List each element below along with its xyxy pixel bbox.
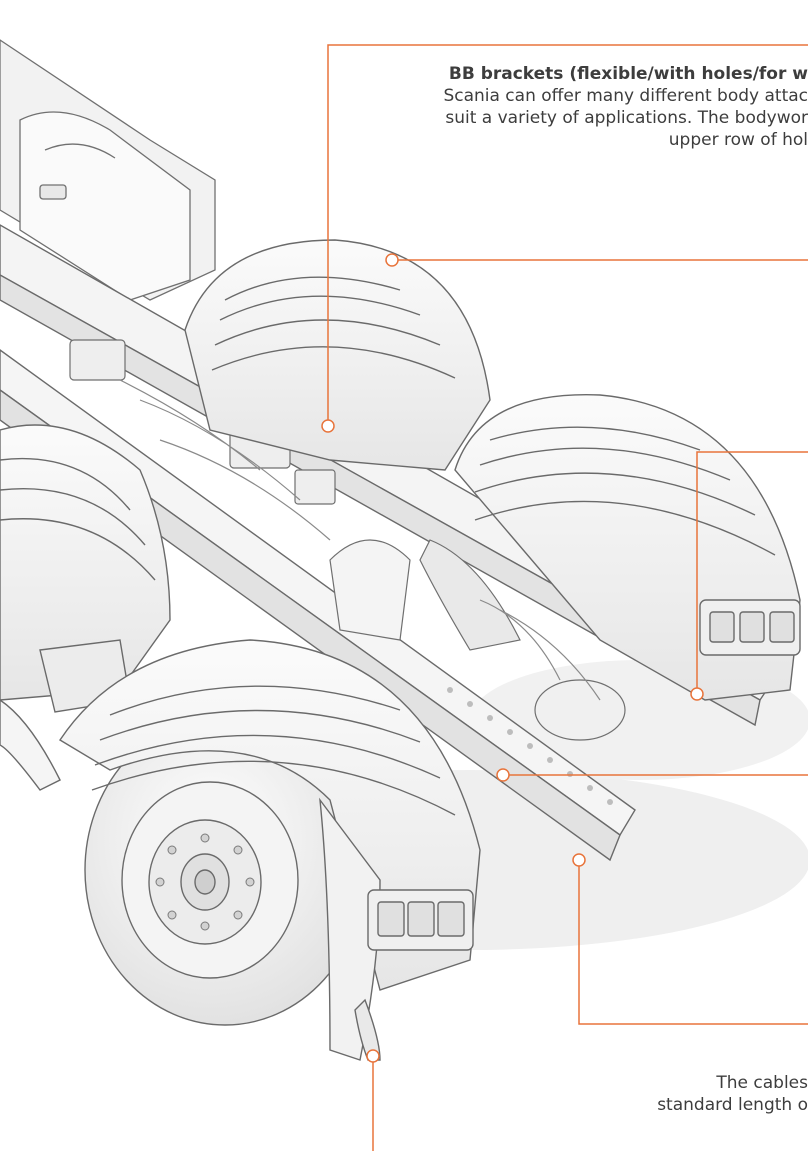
bracket-callout-line-1: Scania can offer many different body att… [443, 86, 808, 106]
leader-points [321, 253, 704, 1063]
bracket-callout-heading: BB brackets (flexible/with holes/for w [448, 64, 808, 84]
cables-leader-line [578, 860, 808, 1025]
cables-callout: The cables standard length o [657, 1072, 808, 1116]
rear-wheel [84, 714, 366, 1026]
rail-holes-leader-line [696, 451, 808, 694]
bracket-leader-line [327, 44, 808, 420]
right-frame-rail [0, 349, 636, 862]
bracket-callout: BB brackets (flexible/with holes/for w S… [443, 63, 808, 151]
bracket-callout-line-3: upper row of hol [668, 130, 808, 150]
cables-callout-line-1: The cables [716, 1073, 808, 1093]
bracket-point [321, 419, 335, 433]
bracket-callout-line-2: suit a variety of applications. The body… [445, 108, 808, 128]
lamp-point [366, 1049, 380, 1063]
cables-point [572, 853, 586, 867]
center-components [69, 339, 626, 741]
frame-point [496, 768, 510, 782]
leader-lines [327, 44, 808, 1151]
rear-upper-fender [184, 239, 491, 471]
rear-right-fender [454, 394, 801, 701]
rail-holes-point [690, 687, 704, 701]
fuel-tank [0, 39, 216, 301]
cables-callout-line-2: standard length o [657, 1095, 808, 1115]
rear-fender [59, 639, 481, 1061]
upper-fender-point [385, 253, 399, 267]
